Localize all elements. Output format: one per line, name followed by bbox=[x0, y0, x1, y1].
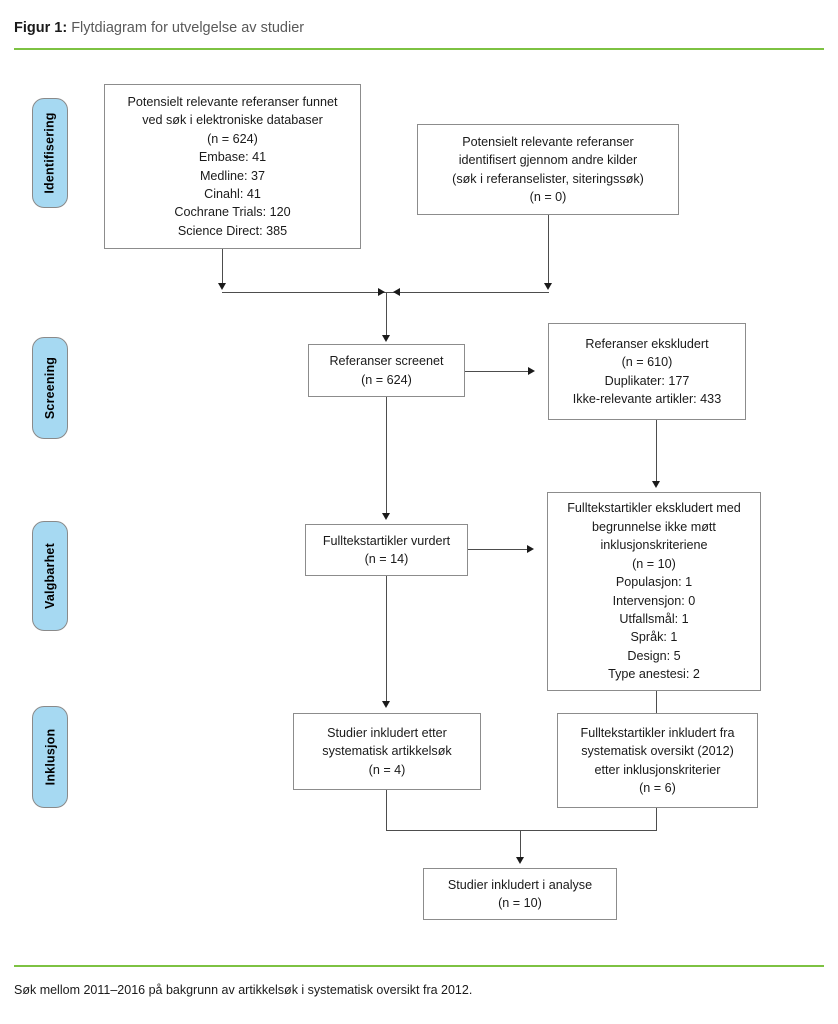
node-text: Potensielt relevante referanser identifi… bbox=[452, 134, 644, 204]
merge-arrowhead-right bbox=[378, 288, 385, 296]
edge-other-sources-down bbox=[548, 215, 549, 285]
edge-screened-to-excluded-arrowhead bbox=[528, 367, 535, 375]
edge-databases-down bbox=[222, 249, 223, 285]
stage-tab-label: Identifisering bbox=[43, 112, 57, 194]
stage-tab-label: Screening bbox=[43, 356, 57, 420]
node-text: Fulltekstartikler vurdert (n = 14) bbox=[322, 533, 451, 566]
edge-screened-to-fulltext-arrowhead bbox=[382, 513, 390, 520]
node-other-sources: Potensielt relevante referanser identifi… bbox=[417, 124, 679, 215]
edge-screened-to-fulltext bbox=[386, 397, 387, 514]
node-fulltext-excluded: Fulltekstartikler ekskludert med begrunn… bbox=[547, 492, 761, 691]
header-divider bbox=[14, 48, 824, 50]
node-text: Studier inkludert i analyse (n = 10) bbox=[447, 877, 593, 910]
edge-included-new-down bbox=[386, 790, 387, 830]
edge-excluded-down bbox=[656, 420, 657, 482]
edge-screened-to-excluded bbox=[465, 371, 530, 372]
figure-number: Figur 1: bbox=[14, 20, 68, 36]
footer-divider bbox=[14, 965, 824, 967]
stage-tab-inklusjon: Inklusjon bbox=[32, 706, 68, 808]
edge-excluded-full-to-included-prev bbox=[656, 691, 657, 713]
node-included-previous: Fulltekstartikler inkludert fra systemat… bbox=[557, 713, 758, 808]
edge-merge-to-screened bbox=[386, 292, 387, 336]
figure-header: Figur 1: Flytdiagram for utvelgelse av s… bbox=[14, 18, 824, 38]
stage-tab-identifisering: Identifisering bbox=[32, 98, 68, 208]
stage-tab-valgbarhet: Valgbarhet bbox=[32, 521, 68, 631]
figure-caption: Flytdiagram for utvelgelse av studier bbox=[67, 20, 305, 36]
node-fulltext-assessed: Fulltekstartikler vurdert (n = 14) bbox=[305, 524, 468, 576]
node-excluded-screening: Referanser ekskludert (n = 610) Duplikat… bbox=[548, 323, 746, 420]
node-screened: Referanser screenet (n = 624) bbox=[308, 344, 465, 397]
edge-merge-to-screened-arrowhead bbox=[382, 335, 390, 342]
edge-fulltext-to-excluded bbox=[468, 549, 529, 550]
merge-arrowhead-left bbox=[393, 288, 400, 296]
edge-to-analysis bbox=[520, 830, 521, 860]
node-text: Referanser ekskludert (n = 610) Duplikat… bbox=[572, 336, 722, 406]
edge-to-analysis-arrowhead bbox=[516, 857, 524, 864]
bottom-merge-bar bbox=[386, 830, 657, 831]
node-text: Fulltekstartikler inkludert fra systemat… bbox=[580, 725, 735, 795]
edge-fulltext-to-excluded-arrowhead bbox=[527, 545, 534, 553]
node-text: Fulltekstartikler ekskludert med begrunn… bbox=[567, 501, 741, 682]
figure-footnote: Søk mellom 2011–2016 på bakgrunn av arti… bbox=[14, 983, 473, 997]
node-included-new: Studier inkludert etter systematisk arti… bbox=[293, 713, 481, 790]
node-text: Studier inkludert etter systematisk arti… bbox=[322, 725, 452, 777]
edge-included-prev-down bbox=[656, 808, 657, 830]
edge-other-sources-arrowhead bbox=[544, 283, 552, 290]
merge-bar bbox=[222, 292, 549, 293]
edge-databases-arrowhead bbox=[218, 283, 226, 290]
node-included-analysis: Studier inkludert i analyse (n = 10) bbox=[423, 868, 617, 920]
stage-tab-label: Inklusjon bbox=[43, 728, 58, 786]
edge-fulltext-to-included-arrowhead bbox=[382, 701, 390, 708]
edge-fulltext-to-included bbox=[386, 576, 387, 702]
stage-tab-screening: Screening bbox=[32, 337, 68, 439]
node-text: Potensielt relevante referanser funnet v… bbox=[127, 94, 338, 238]
stage-tab-label: Valgbarhet bbox=[43, 543, 58, 609]
node-text: Referanser screenet (n = 624) bbox=[329, 354, 444, 387]
edge-excluded-down-arrowhead bbox=[652, 481, 660, 488]
node-databases: Potensielt relevante referanser funnet v… bbox=[104, 84, 361, 249]
